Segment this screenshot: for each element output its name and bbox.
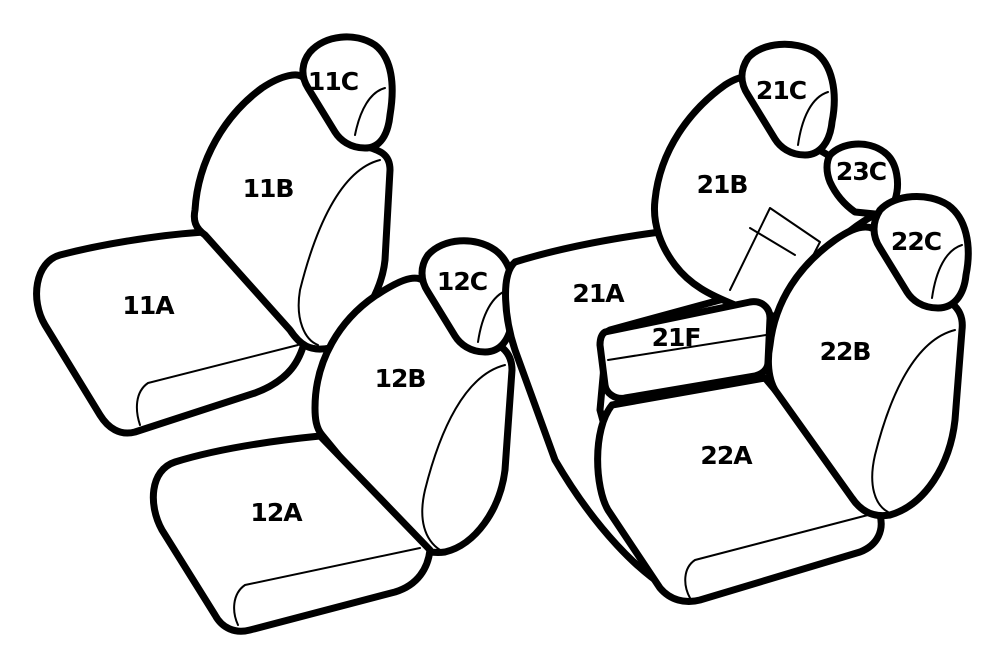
part-12a-welt xyxy=(233,547,421,626)
part-11b-side-bolster xyxy=(297,159,381,346)
label-11a: 11A xyxy=(122,291,175,320)
part-21c-side xyxy=(797,91,829,146)
label-23c: 23C xyxy=(836,157,886,186)
part-12b-side-bolster xyxy=(421,364,506,551)
part-22c-side xyxy=(931,244,963,299)
label-21c: 21C xyxy=(756,76,806,105)
part-22b-side-bolster xyxy=(871,329,956,513)
label-22c: 22C xyxy=(891,227,941,256)
label-11c: 11C xyxy=(308,67,358,96)
part-12a-cushion xyxy=(149,432,434,635)
front-seat-left xyxy=(33,33,396,437)
part-11c-headrest xyxy=(299,33,396,152)
label-21f: 21F xyxy=(652,323,701,352)
part-11a-cushion xyxy=(33,228,309,437)
label-22a: 22A xyxy=(700,441,753,470)
part-22c-headrest xyxy=(870,192,972,312)
label-21b: 21B xyxy=(697,170,748,199)
part-11c-side xyxy=(354,87,386,136)
label-22b: 22B xyxy=(820,337,871,366)
part-12c-headrest xyxy=(418,237,518,356)
label-12b: 12B xyxy=(375,364,426,393)
label-12a: 12A xyxy=(250,498,303,527)
label-21a: 21A xyxy=(572,279,625,308)
part-21c-headrest xyxy=(738,40,838,159)
part-11a-welt xyxy=(135,344,299,426)
part-21f-armrest xyxy=(596,298,774,402)
rear-bench-seat xyxy=(502,40,972,605)
front-seat-right xyxy=(149,237,518,635)
part-21f-top-seam xyxy=(607,334,767,361)
label-11b: 11B xyxy=(243,174,294,203)
part-22a-welt xyxy=(684,514,869,599)
label-12c: 12C xyxy=(437,267,487,296)
